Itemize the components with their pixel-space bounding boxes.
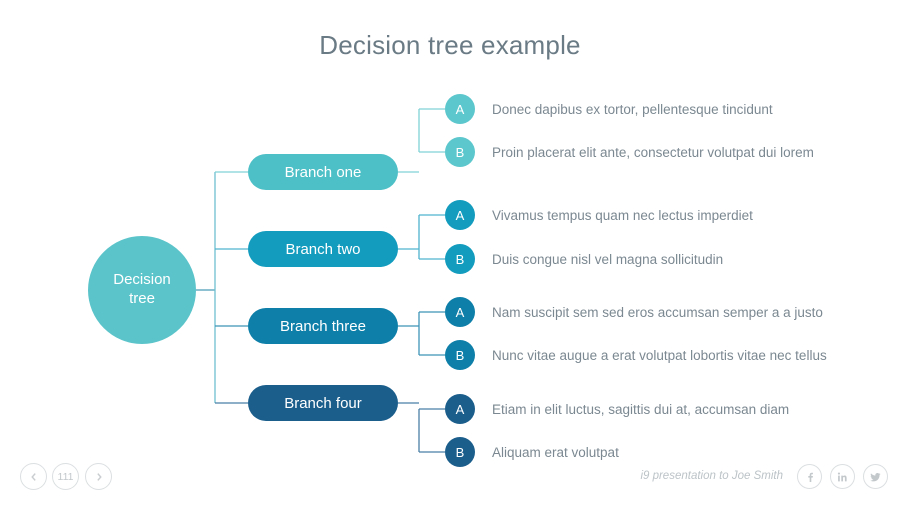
twitter-icon (870, 472, 881, 481)
leaf-badge-b[interactable]: B (445, 437, 475, 467)
page-title: Decision tree example (319, 30, 581, 60)
leaf-badge-label: A (455, 304, 465, 320)
leaf-text: Donec dapibus ex tortor, pellentesque ti… (492, 102, 773, 117)
twitter-link[interactable] (863, 464, 888, 489)
branch-label: Branch three (280, 317, 366, 335)
next-slide-button[interactable] (85, 463, 112, 490)
linkedin-link[interactable] (830, 464, 855, 489)
leaf-badge-b[interactable]: B (445, 137, 475, 167)
leaf-badge-b[interactable]: B (445, 244, 475, 274)
leaf-badge-a[interactable]: A (445, 200, 475, 230)
page-number-label: 111 (57, 470, 74, 483)
leaf-text: Nunc vitae augue a erat volutpat loborti… (492, 348, 827, 363)
branch-label: Branch four (284, 394, 362, 412)
linkedin-icon (837, 472, 847, 481)
branch-node-three[interactable]: Branch three (248, 308, 398, 344)
footer-note: i9 presentation to Joe Smith (640, 470, 783, 482)
chevron-left-icon (30, 472, 36, 481)
leaf-badge-label: B (455, 251, 465, 267)
root-label-line1: Decision (113, 271, 171, 289)
branch-label: Branch one (284, 163, 362, 181)
leaf-badge-label: A (455, 101, 465, 117)
branch-label: Branch two (285, 240, 361, 258)
leaf-badge-label: B (455, 347, 465, 363)
leaf-badge-label: A (455, 401, 465, 417)
leaf-badge-label: B (455, 444, 465, 460)
leaf-text: Etiam in elit luctus, sagittis dui at, a… (492, 402, 790, 417)
chevron-right-icon (96, 472, 102, 481)
leaf-badge-a[interactable]: A (445, 297, 475, 327)
leaf-text: Duis congue nisl vel magna sollicitudin (492, 252, 724, 267)
root-label-line2: tree (129, 290, 155, 307)
leaf-text: Nam suscipit sem sed eros accumsan sempe… (492, 305, 823, 320)
leaf-badge-a[interactable]: A (445, 394, 475, 424)
prev-slide-button[interactable] (20, 463, 47, 490)
branch-node-two[interactable]: Branch two (248, 231, 398, 267)
leaf-badge-label: B (455, 144, 465, 160)
leaf-badge-a[interactable]: A (445, 94, 475, 124)
leaf-text: Aliquam erat volutpat (492, 445, 619, 460)
root-node-decision-tree[interactable]: Decision tree (88, 236, 196, 344)
facebook-link[interactable] (797, 464, 822, 489)
facebook-icon (807, 472, 813, 482)
leaf-badge-b[interactable]: B (445, 340, 475, 370)
leaf-text: Vivamus tempus quam nec lectus imperdiet (492, 208, 753, 223)
leaf-text: Proin placerat elit ante, consectetur vo… (492, 145, 814, 160)
page-number-indicator[interactable]: 111 (52, 463, 79, 490)
leaf-badge-label: A (455, 207, 465, 223)
branch-node-one[interactable]: Branch one (248, 154, 398, 190)
branch-node-four[interactable]: Branch four (248, 385, 398, 421)
